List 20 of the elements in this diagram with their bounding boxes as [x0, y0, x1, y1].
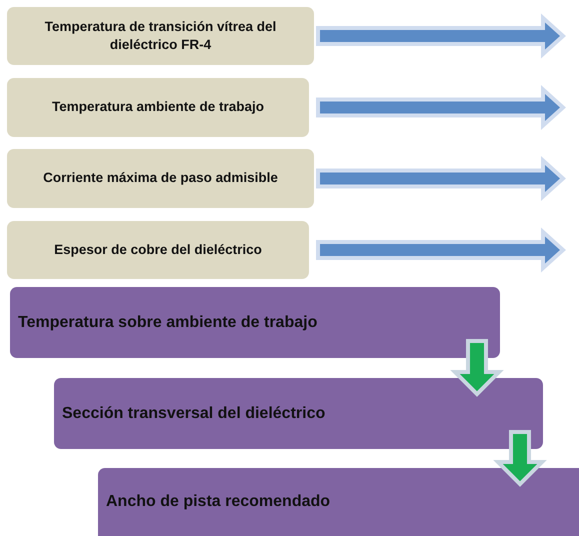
box-label: Temperatura sobre ambiente de trabajo: [18, 312, 318, 333]
box-label: Temperatura ambiente de trabajo: [52, 98, 264, 116]
process-box: [7, 149, 314, 208]
block-arrow: [450, 339, 504, 397]
process-box: [54, 378, 543, 449]
process-box: [7, 78, 309, 137]
process-box: [7, 221, 309, 279]
block-arrow: [316, 228, 566, 272]
box-label: Espesor de cobre del dieléctrico: [54, 240, 262, 259]
process-box: [7, 7, 314, 65]
box-label: Temperatura de transición vítrea del dieléctrico FR-4: [44, 18, 278, 54]
block-arrow: [316, 14, 566, 58]
block-arrow: [493, 430, 547, 487]
block-arrow: [316, 85, 566, 130]
block-arrow: [316, 156, 566, 201]
process-box: [10, 287, 500, 358]
process-box: [98, 468, 579, 536]
box-label: Sección transversal del dieléctrico: [62, 404, 326, 424]
box-label: Ancho de pista recomendado: [106, 492, 330, 512]
box-label: Corriente máxima de paso admisible: [43, 169, 278, 188]
